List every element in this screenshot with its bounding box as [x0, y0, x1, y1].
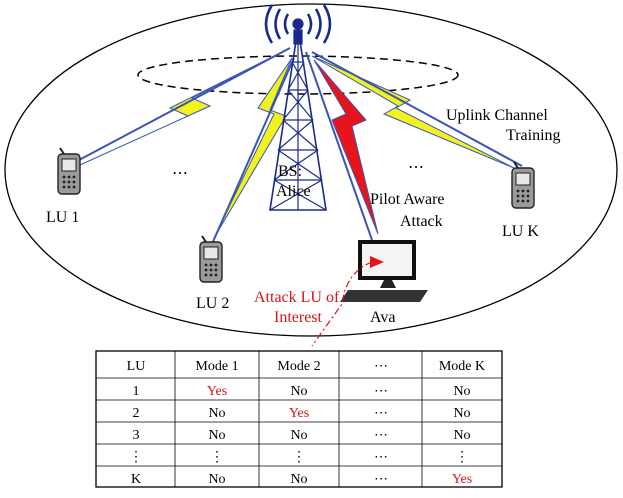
lu1-label: LU 1 [46, 209, 79, 226]
radio-waves-icon [264, 4, 332, 44]
ellipsis-right: ⋯ [408, 159, 424, 176]
luk-label: LU K [502, 223, 539, 240]
interest-label-2: Interest [274, 309, 323, 326]
phone-icon-luk [511, 161, 535, 209]
table-cell: ⋯ [374, 406, 388, 421]
computer-icon-ava [340, 240, 428, 302]
table-cell: No [208, 472, 225, 487]
phone-icon-lu2 [199, 235, 223, 283]
table-header-cell: Mode 1 [195, 359, 238, 374]
table-cell: No [453, 384, 470, 399]
table-header-cell: LU [127, 359, 146, 374]
bs-label: BS: [278, 163, 302, 180]
interest-label: Attack LU of [254, 289, 340, 306]
coverage-ellipse [4, 3, 618, 337]
table-cell: Yes [452, 472, 472, 487]
table-cell: ⋮ [210, 450, 224, 465]
attacker-label: Ava [370, 309, 395, 326]
bs-label-name: Alice [276, 183, 311, 200]
table-cell: No [290, 384, 307, 399]
phone-icon-lu1 [57, 147, 81, 195]
table-cell: ⋯ [374, 450, 388, 465]
table-cell: No [290, 472, 307, 487]
table-cell: ⋮ [292, 450, 306, 465]
attack-link [305, 51, 379, 241]
table-cell: ⋯ [374, 472, 388, 487]
attack-label: Pilot Aware [370, 191, 445, 208]
uplink-label-2: Training [506, 127, 561, 144]
table-cell: K [131, 472, 141, 487]
interest-connector [311, 261, 373, 347]
table-cell: No [453, 406, 470, 421]
table-cell: Yes [207, 384, 227, 399]
table-header-cell: Mode K [439, 359, 485, 374]
attack-label-2: Attack [400, 213, 443, 230]
table-cell: ⋯ [374, 384, 388, 399]
table-cell: ⋮ [129, 450, 143, 465]
ellipsis-left: ⋯ [172, 165, 188, 182]
lu2-label: LU 2 [196, 295, 229, 312]
table-cell: 1 [133, 384, 140, 399]
table-cell: 2 [133, 406, 140, 421]
table-header-cell: ⋯ [374, 359, 388, 374]
table-cell: No [208, 428, 225, 443]
tower-icon [269, 18, 327, 211]
table-cell: ⋯ [374, 428, 388, 443]
uplink-label: Uplink Channel [446, 107, 548, 124]
table-cell: Yes [289, 406, 309, 421]
table-cell: ⋮ [455, 450, 469, 465]
table-cell: No [290, 428, 307, 443]
uplink-lu2 [211, 57, 295, 245]
table-header-cell: Mode 2 [277, 359, 320, 374]
table-cell: No [453, 428, 470, 443]
table-cell: 3 [133, 428, 140, 443]
table-cell: No [208, 406, 225, 421]
